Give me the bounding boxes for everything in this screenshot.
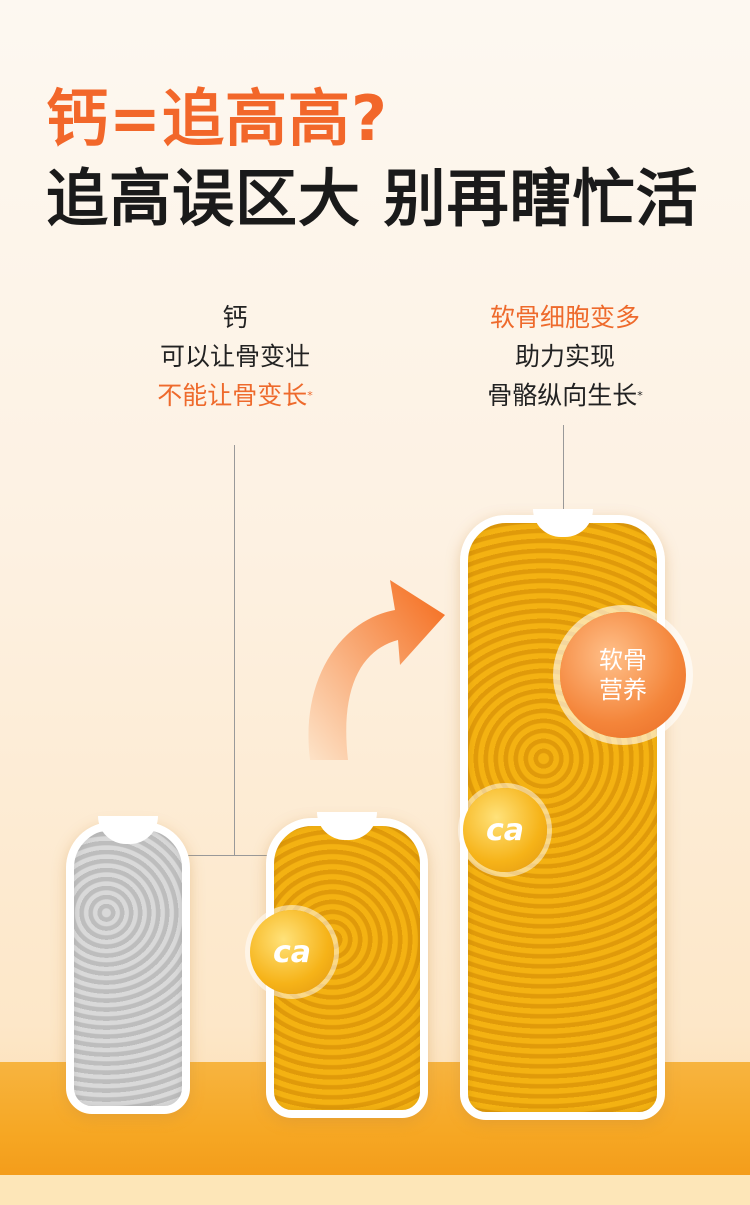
floor-edge (0, 1175, 750, 1205)
headline-subtitle: 追高误区大 别再瞎忙活 (46, 162, 699, 235)
cartilage-nutrition-badge: 软骨 营养 (560, 612, 686, 738)
left-caption-line3: 不能让骨变长* (157, 381, 313, 410)
left-pointer-hline (150, 855, 328, 856)
right-caption: 软骨细胞变多 助力实现 骨骼纵向生长* (450, 298, 680, 415)
right-caption-line2: 助力实现 (514, 342, 615, 371)
right-caption-line1: 软骨细胞变多 (489, 303, 640, 332)
headline-question: 钙=追高高? (46, 82, 388, 155)
left-pointer-line (234, 445, 235, 855)
cartilage-badge-line2: 营养 (599, 676, 647, 704)
left-caption-line1: 钙 (222, 303, 248, 332)
calcium-badge-small: ca (250, 910, 334, 994)
calcium-only-bone (66, 816, 190, 1114)
calcium-badge-large: ca (463, 788, 547, 872)
right-pointer-line (563, 425, 564, 525)
left-caption: 钙 可以让骨变壮 不能让骨变长* (130, 298, 340, 415)
cartilage-badge-line1: 软骨 (599, 646, 647, 674)
left-caption-line2: 可以让骨变壮 (159, 342, 310, 371)
right-caption-line3: 骨骼纵向生长* (487, 381, 643, 410)
growth-arrow-icon (308, 580, 445, 760)
